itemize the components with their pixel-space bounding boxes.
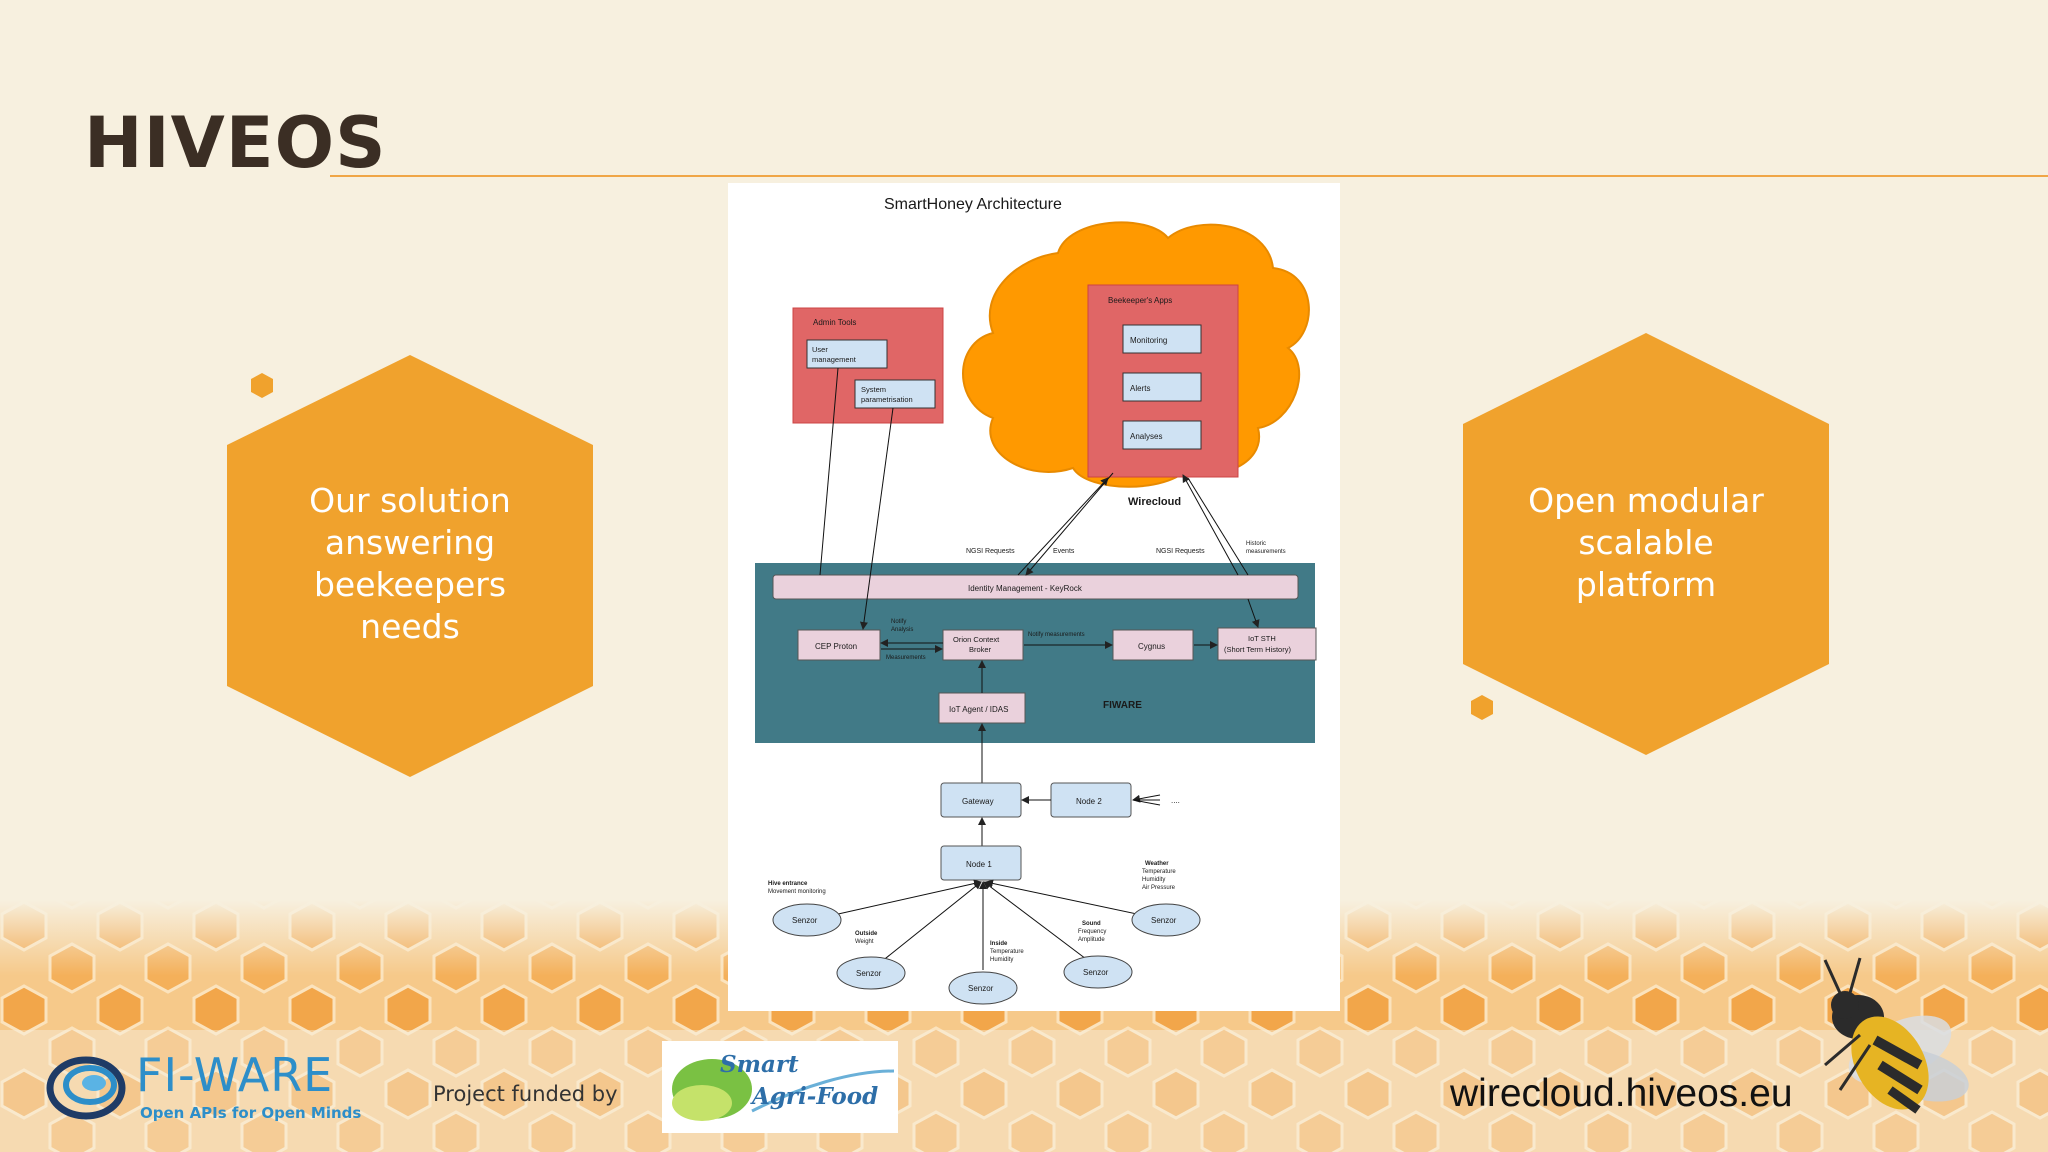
cygnus-label: Cygnus [1138,642,1165,651]
iot-sth-label-2: (Short Term History) [1224,645,1291,654]
node1-label: Node 1 [966,860,992,869]
sensor-label-3: Senzor [968,984,994,993]
sound-1: Sound [1082,921,1101,927]
cep-proton-box [797,629,881,661]
notify-measurements-label: Notify measurements [1028,632,1085,638]
fiware-label: FIWARE [1103,700,1142,711]
right-small-hexagon [1471,695,1493,720]
sensor-label-2: Senzor [856,969,882,978]
admin-tools-label: Admin Tools [813,318,856,327]
sensor-label-1: Senzor [792,916,818,925]
node2-label: Node 2 [1076,797,1102,806]
left-hex-text: Our solution answering beekeepers needs [309,481,511,646]
user-management-label-2: management [812,355,857,364]
weather-1: Weather [1145,861,1169,867]
ngsi-requests-right: NGSI Requests [1156,548,1205,555]
sound-2: Frequency [1078,929,1106,935]
identity-management-box [772,574,1299,600]
hive-entrance-2: Movement monitoring [768,889,826,895]
right-hex-text: Open modular scalable platform [1528,481,1764,604]
sensor-hive-entrance [772,903,842,937]
user-management-label-1: User [812,345,828,354]
system-param-box [854,379,936,409]
left-hexagon [227,355,593,777]
beekeepers-apps-label: Beekeeper's Apps [1108,296,1172,305]
weather-2: Temperature [1142,869,1176,875]
historic-label-2: measurements [1246,549,1286,555]
orion-box [942,629,1024,661]
bee-icon [1823,957,1969,1114]
iot-sth-label-1: IoT STH [1248,634,1276,643]
alerts-box [1122,372,1202,402]
project-funded-label: Project funded by [433,1082,618,1106]
iot-sth-box [1217,627,1317,661]
smart-agri-text-2: Agri-Food [752,1083,879,1110]
analyses-box [1122,420,1202,450]
measurements-label: Measurements [886,655,926,661]
iot-agent-box [938,692,1026,724]
inside-1: Inside [990,941,1008,947]
fiware-globe-icon [46,1056,126,1120]
inside-2: Temperature [990,949,1024,955]
weather-3: Humidity [1142,877,1165,883]
orion-label-1: Orion Context [953,635,1000,644]
analyses-label: Analyses [1130,432,1162,441]
orion-label-2: Broker [969,645,992,654]
system-param-label-2: parametrisation [861,395,913,404]
monitoring-box [1122,324,1202,354]
smart-agri-food-leaf-icon [672,1059,895,1121]
inside-3: Humidity [990,957,1013,963]
outside-1: Outside [855,931,878,937]
notify-analysis-1: Notify [891,619,906,625]
user-management-box [806,339,888,369]
diagram-svg: SmartHoney Architecture Beekeeper's Apps… [755,196,1317,1005]
ngsi-requests-left: NGSI Requests [966,548,1015,555]
sensor-outside [836,956,906,990]
right-hexagon [1463,333,1829,755]
node2-more: .... [1171,796,1180,805]
identity-management-label: Identity Management - KeyRock [968,584,1083,593]
sound-3: Amplitude [1078,937,1105,943]
events-label: Events [1053,548,1075,555]
diagram-title: SmartHoney Architecture [884,196,1062,213]
title-underline [330,175,2048,177]
wirecloud-label: Wirecloud [1128,496,1181,508]
gateway-label: Gateway [962,797,994,806]
sensor-inside [948,971,1018,1005]
monitoring-label: Monitoring [1130,336,1167,345]
historic-label-1: Historic [1246,541,1266,547]
smart-agri-text-1: Smart [720,1051,799,1078]
weather-4: Air Pressure [1142,885,1176,891]
sensor-sound [1063,955,1133,989]
alerts-label: Alerts [1130,384,1150,393]
hive-entrance-1: Hive entrance [768,881,808,887]
cygnus-box [1112,629,1194,661]
fiware-logo-text: FI-WARE [136,1048,334,1102]
architecture-diagram: SmartHoney Architecture Beekeeper's Apps… [728,183,1340,1011]
sensor-weather [1131,903,1201,937]
sensor-label-5: Senzor [1151,916,1177,925]
outside-2: Weight [855,939,874,945]
iot-agent-label: IoT Agent / IDAS [949,705,1008,714]
sensor-label-4: Senzor [1083,968,1109,977]
smart-agri-food-logo: Smart Agri-Food [662,1041,898,1133]
slide-title: HIVEOS [84,102,387,184]
fiware-tagline: Open APIs for Open Minds [140,1104,362,1122]
notify-analysis-2: Analysis [891,627,913,633]
system-param-label-1: System [861,385,886,394]
left-small-hexagon [251,373,273,398]
footer-url[interactable]: wirecloud.hiveos.eu [1450,1072,1793,1115]
cep-proton-label: CEP Proton [815,642,857,651]
